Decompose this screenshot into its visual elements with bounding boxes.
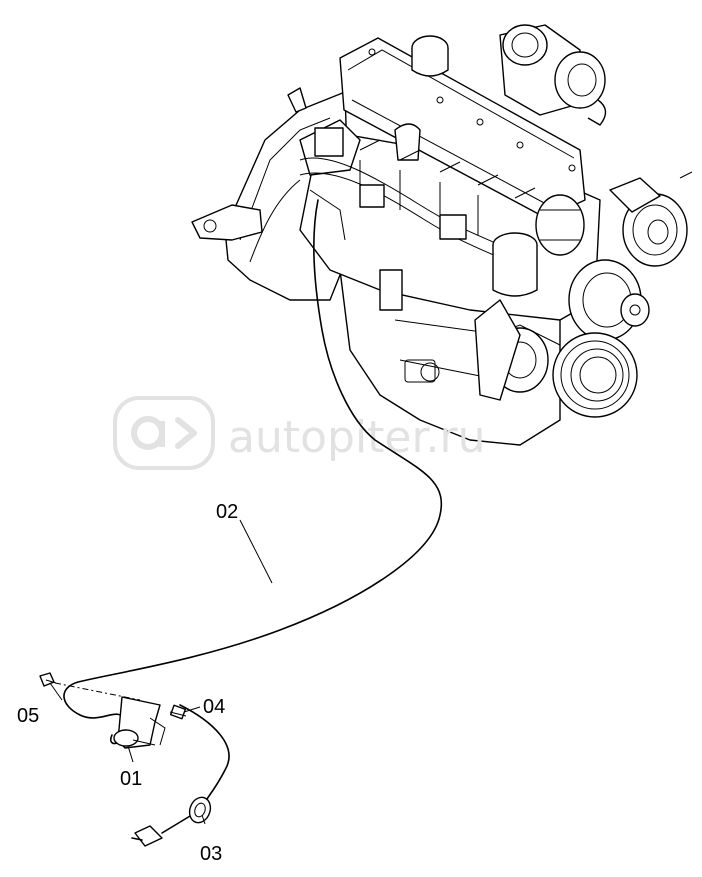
callout-04: 04 (203, 696, 225, 718)
callout-03: 03 (200, 843, 222, 865)
callout-01: 01 (120, 768, 142, 790)
bracket-part-01 (113, 696, 166, 749)
leader-lines (49, 519, 273, 825)
autopiter-logo-icon (113, 396, 215, 470)
callout-02: 02 (216, 501, 238, 523)
clip-part-04 (169, 704, 187, 720)
bolt-part-05 (39, 672, 57, 687)
callout-05: 05 (17, 705, 39, 727)
callout-labels: 02 04 05 01 03 (17, 501, 238, 865)
engine-assembly (191, 24, 693, 446)
knob-part-03 (131, 796, 212, 847)
